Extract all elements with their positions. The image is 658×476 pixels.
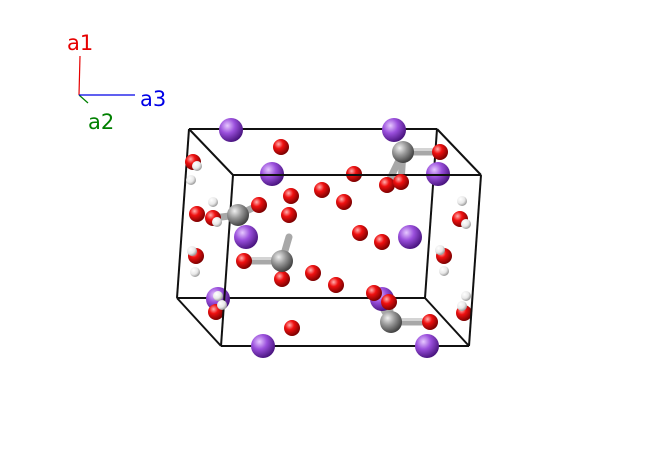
atoms-front — [186, 141, 471, 358]
hydrogen-atom — [186, 175, 196, 185]
oxygen-atom — [432, 144, 448, 160]
potassium-atom — [234, 225, 258, 249]
oxygen-atom — [251, 197, 267, 213]
a1-axis-label: a1 — [67, 31, 93, 55]
a2-axis-label: a2 — [88, 110, 114, 134]
hydrogen-atom — [208, 197, 218, 207]
oxygen-atom — [379, 177, 395, 193]
hydrogen-atom — [435, 245, 445, 255]
hydrogen-atom — [217, 300, 227, 310]
hydrogen-atom — [212, 217, 222, 227]
oxygen-atom — [284, 320, 300, 336]
hydrogen-atom — [439, 266, 449, 276]
oxygen-atom — [281, 207, 297, 223]
potassium-atom — [382, 118, 406, 142]
oxygen-atom — [273, 139, 289, 155]
oxygen-atom — [328, 277, 344, 293]
oxygen-atom — [283, 188, 299, 204]
carbon-atom — [271, 250, 293, 272]
potassium-atom — [219, 118, 243, 142]
axis-triad: a1 a2 a3 — [67, 31, 166, 134]
oxygen-atom — [393, 174, 409, 190]
hydrogen-atom — [190, 267, 200, 277]
carbon-atom — [227, 204, 249, 226]
oxygen-atom — [274, 271, 290, 287]
oxygen-atom — [374, 234, 390, 250]
carbon-atom — [380, 311, 402, 333]
hydrogen-atom — [457, 196, 467, 206]
oxygen-atom — [236, 253, 252, 269]
potassium-atom — [415, 334, 439, 358]
oxygen-atom — [305, 265, 321, 281]
hydrogen-atom — [192, 161, 202, 171]
oxygen-atom — [422, 314, 438, 330]
a3-axis-label: a3 — [140, 87, 166, 111]
carbon-atom — [392, 141, 414, 163]
potassium-atom — [251, 334, 275, 358]
oxygen-atom — [381, 294, 397, 310]
oxygen-atom — [314, 182, 330, 198]
oxygen-atom — [366, 285, 382, 301]
potassium-atom — [398, 225, 422, 249]
hydrogen-atom — [457, 301, 467, 311]
hydrogen-atom — [187, 246, 197, 256]
a2-axis-line — [78, 94, 89, 104]
oxygen-atom — [189, 206, 205, 222]
oxygen-atom — [352, 225, 368, 241]
hydrogen-atom — [461, 291, 471, 301]
oxygen-atom — [336, 194, 352, 210]
hydrogen-atom — [461, 219, 471, 229]
hydrogen-atom — [213, 291, 223, 301]
a1-axis-line — [78, 55, 81, 96]
